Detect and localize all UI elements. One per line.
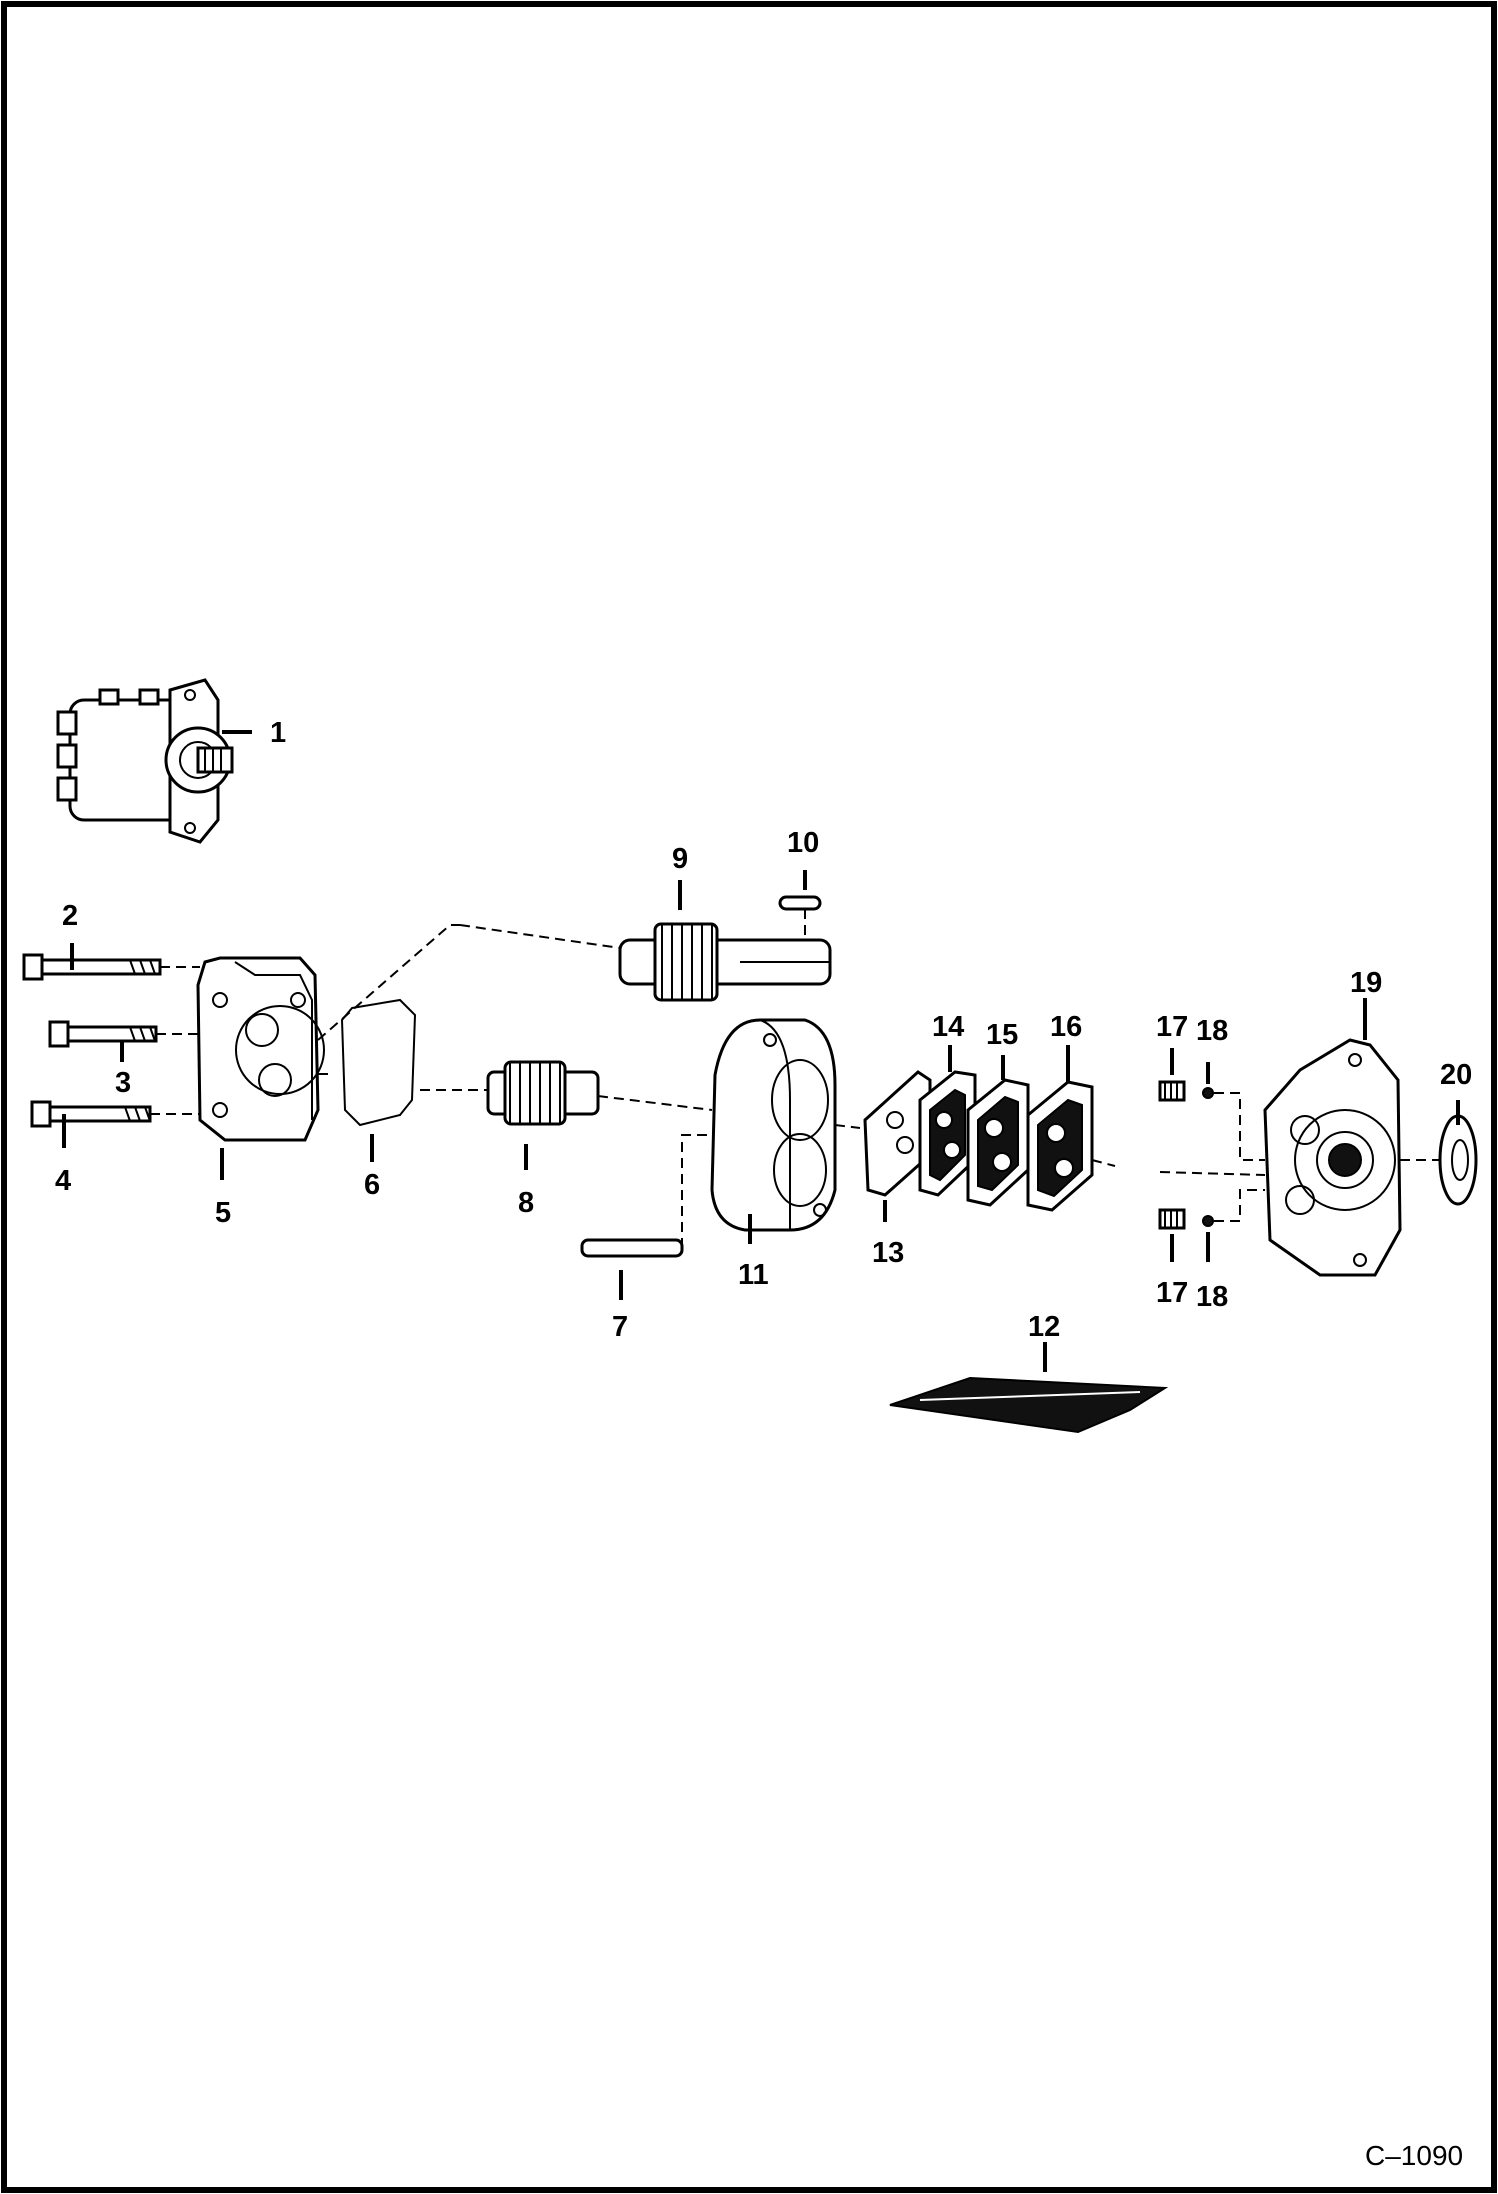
mounting-flange-part [1263,1038,1402,1277]
callout-3: 3 [115,1067,131,1099]
callout-12: 12 [1028,1311,1060,1343]
callout-14: 14 [932,1011,964,1043]
callout-5: 5 [215,1197,231,1229]
bolt-part-3 [48,1020,158,1048]
seal-plate-part-16 [1026,1080,1094,1212]
callout-18-upper: 18 [1196,1015,1228,1047]
drive-shaft-part [618,922,832,1002]
idler-gear-part [486,1060,600,1126]
bolt-part-4 [30,1100,152,1128]
callout-18-lower: 18 [1196,1281,1228,1313]
callout-9: 9 [672,843,688,875]
washer-part [1438,1114,1478,1206]
cover-housing-part [196,956,325,1142]
dowel-pin-part [580,1238,684,1258]
callout-8: 8 [518,1187,534,1219]
callout-17-upper: 17 [1156,1011,1188,1043]
callout-11: 11 [738,1259,769,1291]
gear-housing-part [710,1018,837,1232]
spring-part-17-lower [1158,1208,1186,1230]
seal-kit-part [889,1376,1169,1434]
seal-part [340,998,417,1127]
callout-7: 7 [612,1311,628,1343]
callout-20: 20 [1440,1059,1472,1091]
callout-15: 15 [986,1019,1018,1051]
callout-1: 1 [270,717,286,749]
key-part [778,895,822,911]
callout-2: 2 [62,900,78,932]
callout-16: 16 [1050,1011,1082,1043]
callout-10: 10 [787,827,819,859]
callout-13: 13 [872,1237,904,1269]
pump-assembly-part [56,678,234,844]
callout-19: 19 [1350,967,1382,999]
callout-17-lower: 17 [1156,1277,1188,1309]
spring-part-17-upper [1158,1080,1186,1102]
ball-part-18-lower [1202,1215,1214,1227]
ball-part-18-upper [1202,1087,1214,1099]
callout-6: 6 [364,1169,380,1201]
callout-4: 4 [55,1165,71,1197]
bolt-part-2 [22,953,162,981]
seal-plate-part-15 [966,1078,1030,1207]
figure-id: C–1090 [1365,2140,1463,2171]
